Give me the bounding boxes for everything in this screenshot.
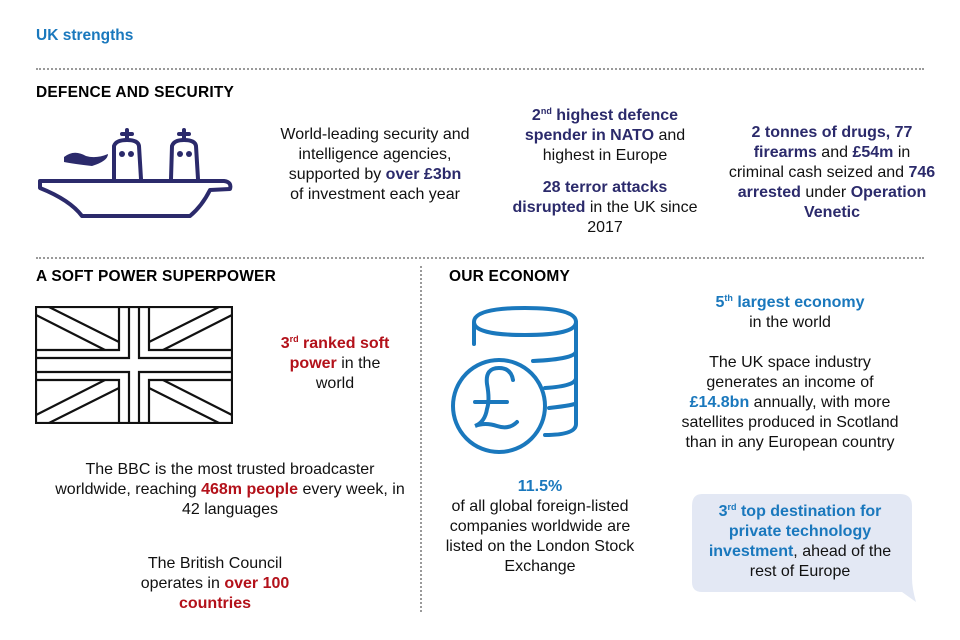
text: The BBC is the most trusted broadcaster …	[55, 461, 375, 498]
highlight: 468m people	[201, 481, 299, 498]
highlight: 746 arrested	[737, 164, 936, 201]
highlight: 28 terror attacks disrupted	[512, 179, 668, 216]
page-title: UK strengths	[36, 27, 134, 44]
highlight: 5	[715, 294, 725, 311]
aircraft-carrier-icon	[38, 128, 233, 218]
divider	[36, 257, 924, 259]
section-heading-economy: OUR ECONOMY	[449, 268, 571, 285]
defence-spender-stat: 2nd highest defence spender in NATO and …	[505, 106, 705, 166]
venetic-stat: 2 tonnes of drugs, 77 firearms and £54m …	[727, 123, 937, 223]
terror-stat: 28 terror attacks disrupted in the UK si…	[505, 178, 705, 238]
highlight: £54m	[852, 144, 894, 161]
text: annually, with more satellites produced …	[681, 394, 899, 451]
highlight: highest defence spender in NATO	[524, 107, 679, 144]
text: The UK space industry generates an incom…	[706, 354, 874, 391]
divider	[420, 266, 422, 612]
text: every week, in 42 languages	[181, 481, 405, 518]
divider	[36, 68, 924, 70]
section-heading-soft-power: A SOFT POWER SUPERPOWER	[36, 268, 276, 285]
highlight: £14.8bn	[689, 394, 750, 411]
highlight: 3	[280, 335, 290, 352]
highlight: 2 tonnes of drugs, 77 firearms	[751, 124, 913, 161]
highlight: 11.5%	[517, 478, 563, 495]
text: , ahead of the rest of Europe	[749, 543, 892, 580]
text: under	[800, 184, 851, 201]
soft-power-rank-stat: 3rd ranked soft power in the world	[270, 334, 400, 394]
highlight: ranked soft power	[289, 335, 390, 372]
ordinal: rd	[727, 502, 737, 512]
highlight: 2	[531, 107, 541, 124]
bbc-stat: The BBC is the most trusted broadcaster …	[50, 460, 410, 520]
highlight: 3	[718, 503, 728, 520]
text: and	[816, 144, 853, 161]
text: in the UK since 2017	[585, 199, 698, 236]
text: in the world	[315, 355, 381, 392]
ordinal: rd	[289, 334, 299, 344]
tech-investment-stat: 3rd top destination for private technolo…	[700, 502, 900, 582]
text: and highest in Europe	[542, 127, 686, 164]
text: in the world	[749, 314, 831, 331]
union-flag-icon	[35, 306, 233, 424]
highlight: over 100 countries	[178, 575, 290, 612]
text: of all global foreign-listed companies w…	[445, 498, 635, 575]
highlight: over £3bn	[385, 166, 462, 183]
agencies-stat: World-leading security and intelligence …	[280, 125, 470, 205]
british-council-stat: The British Council operates in over 100…	[125, 554, 305, 614]
text: in criminal cash seized and	[728, 144, 911, 181]
text: World-leading security and intelligence …	[280, 126, 470, 183]
text: of investment each year	[290, 186, 460, 203]
highlight: top destination for private technology i…	[708, 503, 882, 560]
lse-stat: 11.5% of all global foreign-listed compan…	[445, 477, 635, 577]
highlight: Operation Venetic	[803, 184, 927, 221]
section-heading-defence: DEFENCE AND SECURITY	[36, 84, 235, 101]
ordinal: th	[724, 293, 733, 303]
largest-economy-stat: 5th largest economy in the world	[690, 293, 890, 333]
speech-bubble	[692, 494, 916, 602]
space-industry-stat: The UK space industry generates an incom…	[680, 353, 900, 453]
pound-coins-icon	[451, 305, 579, 454]
text: The British Council operates in	[140, 555, 283, 592]
ordinal: nd	[540, 106, 552, 116]
highlight: largest economy	[732, 294, 865, 311]
